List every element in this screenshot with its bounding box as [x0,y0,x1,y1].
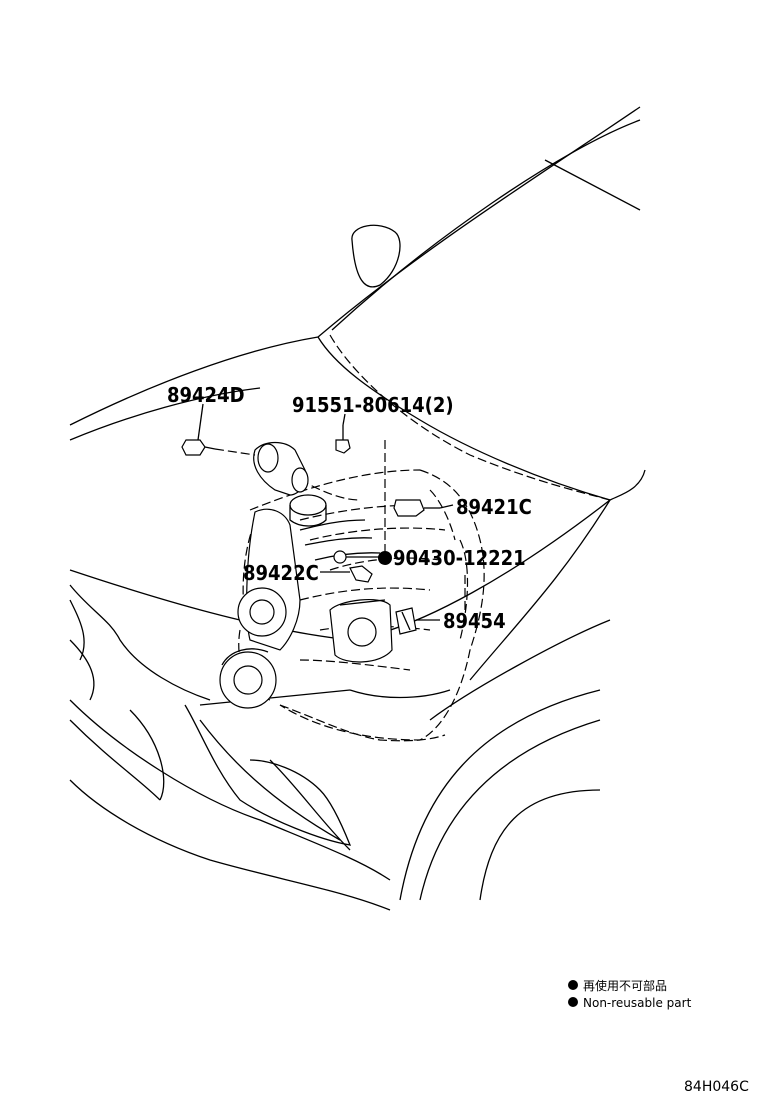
legend-bullet-icon [568,980,578,990]
sensor-89421c [393,499,440,517]
part-number-90430-12221: 90430-12221 [393,546,526,570]
part-number-89424d: 89424D [167,383,245,407]
illustration-code: 84H046C [684,1079,749,1095]
car-body-outline [69,106,646,911]
part-number-89421c: 89421C [456,495,532,519]
legend-bullet-icon [568,997,578,1007]
legend-text-en: Non-reusable part [583,996,692,1010]
engine-components [219,441,393,709]
part-number-89454: 89454 [443,609,506,633]
sensor-89424d [181,439,256,456]
bolt-90430 [333,550,378,564]
legend: 再使用不可部品 Non-reusable part [568,978,692,1010]
part-number-89422c: 89422C [243,561,319,585]
sensor-89422c [320,565,373,583]
non-reusable-marker [378,551,392,565]
bolt-91551 [335,425,351,454]
part-number-91551-80614: 91551-80614(2) [292,393,454,417]
legend-text-jp: 再使用不可部品 [583,978,667,993]
sensor-89454 [395,607,440,635]
